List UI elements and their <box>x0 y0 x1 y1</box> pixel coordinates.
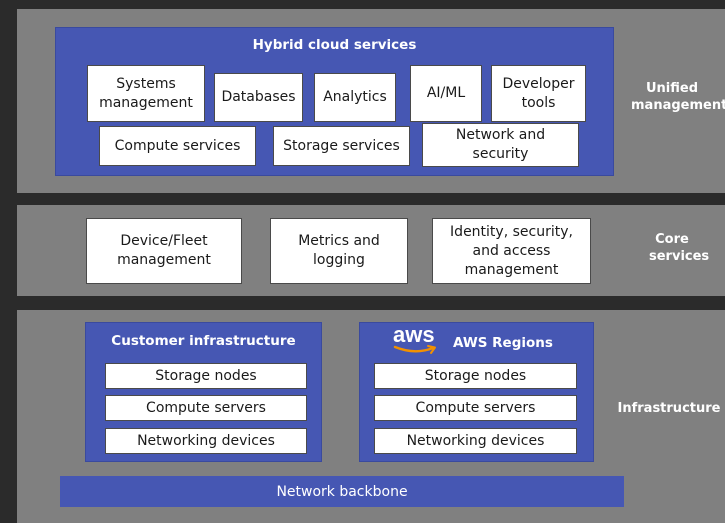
aws-smile-icon <box>393 345 436 354</box>
aws-storage-nodes: Storage nodes <box>374 363 577 389</box>
service-developer-tools: Developer tools <box>491 65 586 122</box>
service-identity-security-access: Identity, security, and access managemen… <box>432 218 591 284</box>
service-device-fleet-management: Device/Fleet management <box>86 218 242 284</box>
service-systems-management: Systems management <box>87 65 205 122</box>
service-compute-services: Compute services <box>99 126 256 166</box>
service-databases: Databases <box>214 73 303 122</box>
customer-compute-servers: Compute servers <box>105 395 307 421</box>
aws-regions-title: AWS Regions <box>453 335 553 351</box>
service-analytics: Analytics <box>314 73 396 122</box>
aws-compute-servers: Compute servers <box>374 395 577 421</box>
aws-networking-devices: Networking devices <box>374 428 577 454</box>
infrastructure-layer: Customer infrastructure Storage nodes Co… <box>17 310 725 523</box>
aws-logo: aws <box>393 322 441 356</box>
service-ai-ml: AI/ML <box>410 65 482 122</box>
infrastructure-label: Infrastructure <box>617 401 721 416</box>
customer-storage-nodes: Storage nodes <box>105 363 307 389</box>
service-metrics-and-logging: Metrics and logging <box>270 218 408 284</box>
unified-management-layer: Hybrid cloud services Systems management… <box>17 9 725 193</box>
service-network-and-security: Network and security <box>422 123 579 167</box>
unified-management-label: Unified management <box>631 81 725 113</box>
core-services-label: Core services <box>649 232 710 264</box>
core-services-layer: Device/Fleet management Metrics and logg… <box>17 205 725 296</box>
network-backbone: Network backbone <box>60 476 624 507</box>
service-storage-services: Storage services <box>273 126 410 166</box>
hybrid-cloud-services-title: Hybrid cloud services <box>252 37 417 53</box>
customer-infrastructure-title: Customer infrastructure <box>111 333 296 349</box>
aws-logo-text: aws <box>393 322 435 347</box>
customer-networking-devices: Networking devices <box>105 428 307 454</box>
